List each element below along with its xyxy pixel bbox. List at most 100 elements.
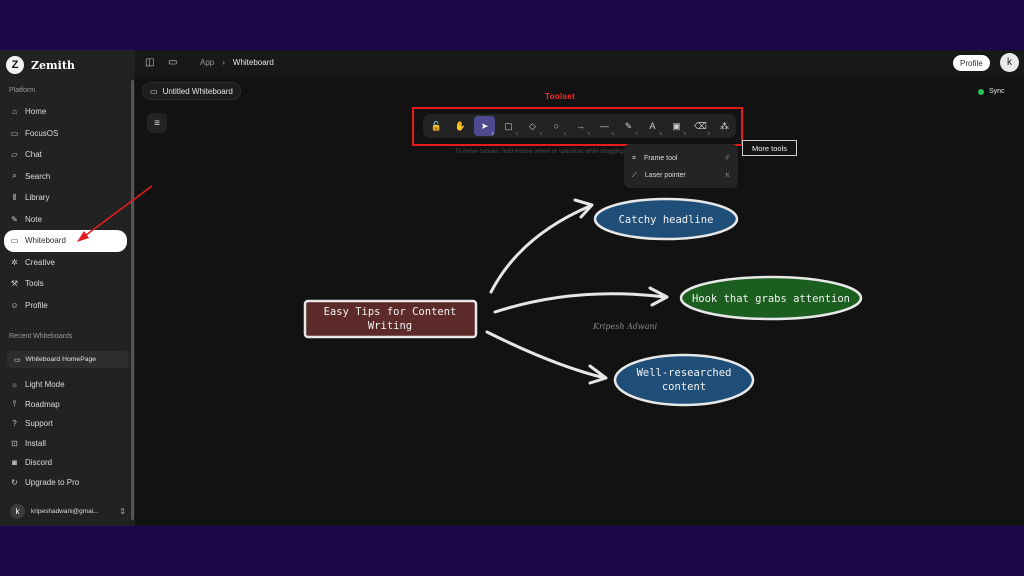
arrow-icon: → <box>576 121 585 131</box>
discord-icon: ◙ <box>12 458 17 468</box>
shortcut-key: 5 <box>587 131 590 136</box>
selection-tool[interactable]: ➤1 <box>474 116 495 136</box>
laser-pointer-item[interactable]: ⟋ Laser pointer K <box>632 167 730 184</box>
sidebar-item-tools[interactable]: ⚒Tools <box>4 273 127 295</box>
arrow-to-headline[interactable] <box>489 204 592 294</box>
hook-text: Hook that grabs attention <box>692 293 850 305</box>
whiteboard-icon: ▭ <box>14 356 21 364</box>
sidebar-toggle-icon[interactable]: ◫ <box>145 57 155 68</box>
breadcrumb-app[interactable]: App <box>200 58 215 67</box>
sync-status[interactable]: Sync <box>973 84 1010 99</box>
hook-ellipse <box>679 275 863 321</box>
whiteboard-canvas[interactable]: ▭ Untitled Whiteboard Sync ≡ Toolset 🔓✋➤… <box>135 76 1024 526</box>
more-tools-menu: ⌗ Frame tool F ⟋ Laser pointer K <box>624 144 738 188</box>
more-tools[interactable]: ⁂ <box>714 116 735 136</box>
arrow-to-research[interactable] <box>485 330 607 380</box>
canvas-menu-button[interactable]: ≡ <box>147 113 167 133</box>
recent-whiteboard-item[interactable]: ▭ Whiteboard HomePage <box>7 351 129 368</box>
sidebar-item-install[interactable]: ⊡Install <box>4 434 127 454</box>
sidebar-item-note[interactable]: ✎Note <box>4 209 127 231</box>
research-ellipse <box>613 353 755 407</box>
recent-whiteboards-label: Recent Whiteboards <box>9 333 73 340</box>
arrow-tool[interactable]: →5 <box>570 116 591 136</box>
draw-icon: ✎ <box>624 120 633 131</box>
hand-tool[interactable]: ✋ <box>450 116 471 136</box>
sidebar-item-label: FocusOS <box>25 128 59 138</box>
sidebar-item-label: Home <box>25 107 47 117</box>
eraser-tool[interactable]: ⌫0 <box>690 116 711 137</box>
monitor-icon: ▭ <box>10 128 19 138</box>
shortcut-key: 2 <box>515 131 518 136</box>
menu-item-label: Frame tool <box>643 155 678 162</box>
sparkle-icon: ✲ <box>11 257 18 267</box>
arrow-to-hook[interactable] <box>493 292 667 314</box>
main-topic-line-2: Writing <box>368 320 412 332</box>
ellipse-tool[interactable]: ○4 <box>546 116 567 136</box>
sidebar-item-profile[interactable]: ☺Profile <box>4 295 127 317</box>
avatar[interactable]: k <box>1000 53 1019 72</box>
headline-node[interactable]: Catchy headline <box>593 197 739 241</box>
sidebar-item-support[interactable]: ?Support <box>4 414 127 434</box>
mores-icon: ⁂ <box>720 120 729 131</box>
user-menu[interactable]: k kripeshadwani@gmai... ⇕ <box>10 502 126 520</box>
sidebar-item-chat[interactable]: ▱Chat <box>4 144 127 166</box>
sidebar-item-roadmap[interactable]: ⫯Roadmap <box>4 395 127 415</box>
shortcut-key: 9 <box>683 131 686 136</box>
brand[interactable]: Z Zemith <box>6 55 75 75</box>
sidebar-item-label: Light Mode <box>25 380 65 390</box>
sidebar-item-library[interactable]: ⫴Library <box>4 187 127 209</box>
sidebar-item-home[interactable]: ⌂ Home <box>4 101 127 123</box>
frame-tool-item[interactable]: ⌗ Frame tool F <box>632 150 730 167</box>
whiteboard-title-chip[interactable]: ▭ Untitled Whiteboard <box>142 82 241 100</box>
sidebar-item-whiteboard[interactable]: ▭Whiteboard <box>4 230 127 252</box>
recent-whiteboard-label: Whiteboard HomePage <box>25 356 97 363</box>
menu-item-label: Laser pointer <box>644 172 686 179</box>
main-topic-node[interactable]: Easy Tips for Content Writing <box>303 299 478 339</box>
sidebar-scrollbar[interactable] <box>131 80 134 520</box>
rectangle-tool[interactable]: ▢2 <box>498 116 519 137</box>
main-topic-line-1: Easy Tips for Content <box>324 306 457 318</box>
present-icon[interactable]: ▭ <box>168 57 178 68</box>
home-icon: ⌂ <box>12 107 17 117</box>
sidebar-item-focusos[interactable]: ▭ FocusOS <box>4 123 127 145</box>
sidebar-item-label: Discord <box>25 458 53 468</box>
roadmap-icon: ⫯ <box>12 399 17 409</box>
platform-section-label: Platform <box>9 87 36 94</box>
upgrade-icon: ↻ <box>11 477 18 487</box>
library-icon: ⫴ <box>12 192 17 202</box>
search-icon: ⌕ <box>12 171 17 181</box>
research-text-line-2: content <box>662 381 706 393</box>
signature-watermark: Kripesh Adwani <box>592 322 658 331</box>
draw-tool[interactable]: ✎7 <box>618 116 639 137</box>
sync-label: Sync <box>989 88 1005 95</box>
shortcut-key: K <box>725 172 730 179</box>
note-icon: ✎ <box>11 214 18 224</box>
lock-tool[interactable]: 🔓 <box>426 116 447 136</box>
arrowhead-icon <box>588 364 608 385</box>
sidebar-item-discord[interactable]: ◙ Discord <box>4 453 127 473</box>
shortcut-key: 8 <box>659 131 662 136</box>
sidebar-item-label: Whiteboard <box>25 236 66 246</box>
profile-button[interactable]: Profile <box>953 55 990 71</box>
image-tool[interactable]: ▣9 <box>666 116 687 137</box>
sidebar-item-search[interactable]: ⌕Search <box>4 166 127 188</box>
primary-nav: ⌂ Home ▭ FocusOS ▱Chat ⌕Search ⫴Library ✎N… <box>4 101 127 316</box>
sidebar-item-upgrade[interactable]: ↻Upgrade to Pro <box>4 473 127 493</box>
diamond-icon: ◇ <box>529 120 536 131</box>
ellipse-icon: ○ <box>553 121 560 131</box>
user-email: kripeshadwani@gmai... <box>31 507 99 515</box>
toolset-annotation-label: Toolset <box>545 92 575 101</box>
sidebar-item-light-mode[interactable]: ☼Light Mode <box>4 375 127 395</box>
sidebar-item-creative[interactable]: ✲Creative <box>4 252 127 274</box>
chevron-updown-icon: ⇕ <box>119 506 126 516</box>
hook-node[interactable]: Hook that grabs attention <box>679 275 863 321</box>
canvas-hint: To move canvas, hold mouse wheel or spac… <box>455 149 681 155</box>
line-tool[interactable]: —6 <box>594 116 615 136</box>
wrench-icon: ⚒ <box>10 279 19 289</box>
eraser-icon: ⌫ <box>694 120 707 131</box>
diamond-tool[interactable]: ◇3 <box>522 116 543 137</box>
zemith-logo-icon: Z <box>6 56 24 74</box>
sidebar-item-label: Chat <box>25 150 42 160</box>
research-node[interactable]: Well-researched content <box>613 353 755 407</box>
